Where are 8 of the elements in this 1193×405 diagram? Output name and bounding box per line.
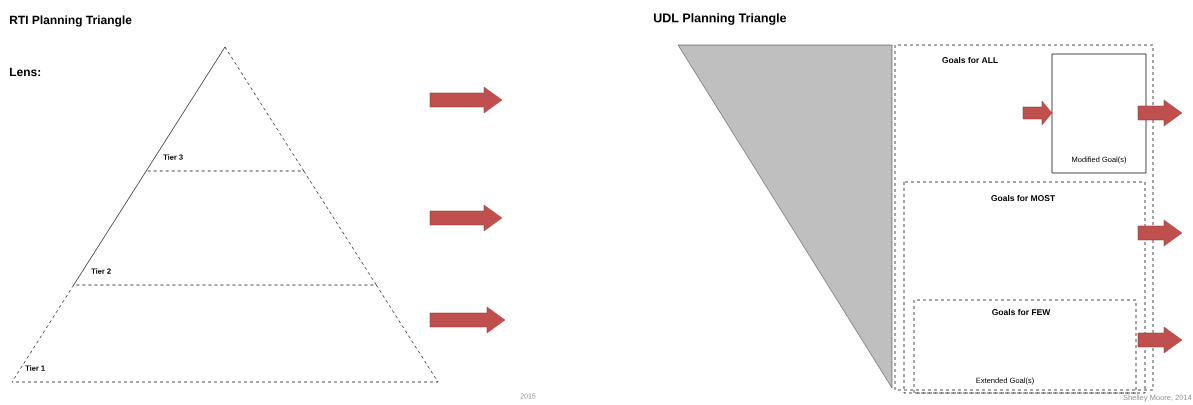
block-arrow <box>1137 326 1183 354</box>
block-arrow <box>1022 100 1053 126</box>
shaded-triangle <box>677 44 893 389</box>
heading: RTI Planning Triangle <box>10 15 132 27</box>
block-arrow <box>1137 99 1183 127</box>
heading: UDL Planning Triangle <box>653 13 787 25</box>
block-arrow <box>1137 219 1183 247</box>
heading: Lens: <box>10 67 41 77</box>
